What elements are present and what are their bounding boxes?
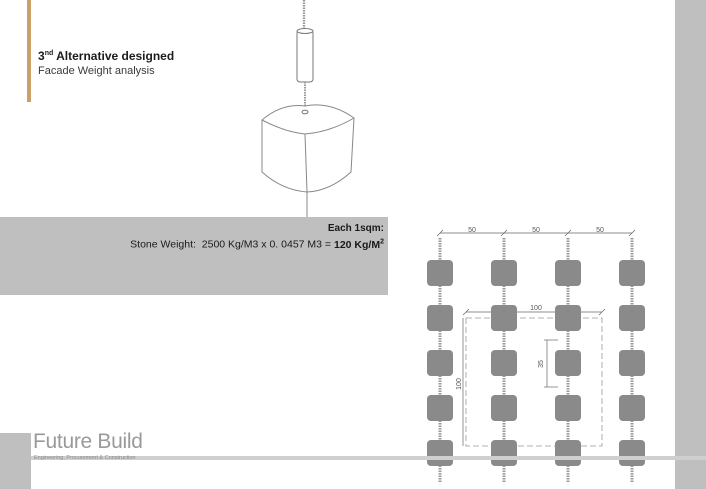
logo-grey-block xyxy=(0,433,31,489)
stone-block xyxy=(427,305,453,331)
stone-block xyxy=(491,260,517,286)
stone-block xyxy=(491,395,517,421)
height-dimension-label: 100 xyxy=(456,378,463,390)
width-dimension-label: 100 xyxy=(530,305,542,312)
stone-block xyxy=(619,305,645,331)
stone-block xyxy=(555,260,581,286)
stone-block xyxy=(555,440,581,466)
stone-block xyxy=(619,260,645,286)
stone-block xyxy=(619,350,645,376)
stone-block xyxy=(555,350,581,376)
slide-title: 3nd Alternative designed xyxy=(38,49,175,63)
stone-block xyxy=(555,395,581,421)
calculation-heading: Each 1sqm: xyxy=(327,223,384,234)
stone-block xyxy=(491,305,517,331)
stone-block xyxy=(491,440,517,466)
right-side-bar xyxy=(675,0,706,489)
accent-bar xyxy=(27,0,31,102)
stone-block xyxy=(619,440,645,466)
spacing-label-1: 50 xyxy=(468,227,476,234)
spacing-label-2: 50 xyxy=(532,227,540,234)
bottom-divider xyxy=(31,456,706,460)
slide-subtitle: Facade Weight analysis xyxy=(38,65,155,77)
spacing-label-3: 50 xyxy=(596,227,604,234)
gap-dimension-label: 35 xyxy=(538,360,545,368)
stone-block xyxy=(427,350,453,376)
brand-name: Future Build xyxy=(33,430,143,453)
stone-weight-calculation: Stone Weight: 2500 Kg/M3 x 0. 0457 M3 = … xyxy=(130,238,384,251)
stone-block xyxy=(555,305,581,331)
calculation-panel xyxy=(0,217,388,295)
stone-block xyxy=(427,395,453,421)
stone-block xyxy=(427,260,453,286)
stone-block xyxy=(619,395,645,421)
stone-block xyxy=(427,440,453,466)
stone-block xyxy=(491,350,517,376)
brand-tagline: Engineering, Procurement & Construction xyxy=(34,455,136,461)
